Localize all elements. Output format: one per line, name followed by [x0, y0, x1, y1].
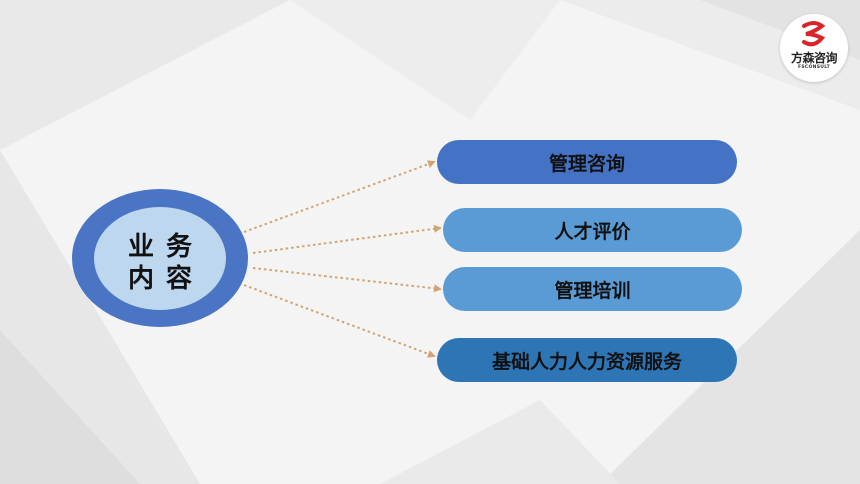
- item-talent-assessment: 人才评价: [443, 208, 742, 252]
- connector-arrow-4: [243, 284, 436, 358]
- logo-brand-text: 方森咨询: [790, 51, 838, 65]
- connector-arrow-1: [243, 160, 436, 233]
- brand-logo: 方森咨询 FSCONSULT: [780, 14, 848, 82]
- item-management-consulting: 管理咨询: [437, 140, 737, 184]
- connector-arrow-3: [252, 267, 442, 293]
- logo-sub-text: FSCONSULT: [798, 65, 830, 70]
- logo-mark-icon: [802, 21, 826, 47]
- item-management-training: 管理培训: [443, 267, 742, 311]
- hub-label-line-2: 内容: [127, 264, 204, 294]
- hub-inner-circle: [94, 207, 226, 310]
- item-hr-services: 基础人力人力资源服务: [437, 338, 737, 382]
- connector-arrow-2: [252, 224, 442, 254]
- hub-label-line-1: 业务: [127, 232, 204, 262]
